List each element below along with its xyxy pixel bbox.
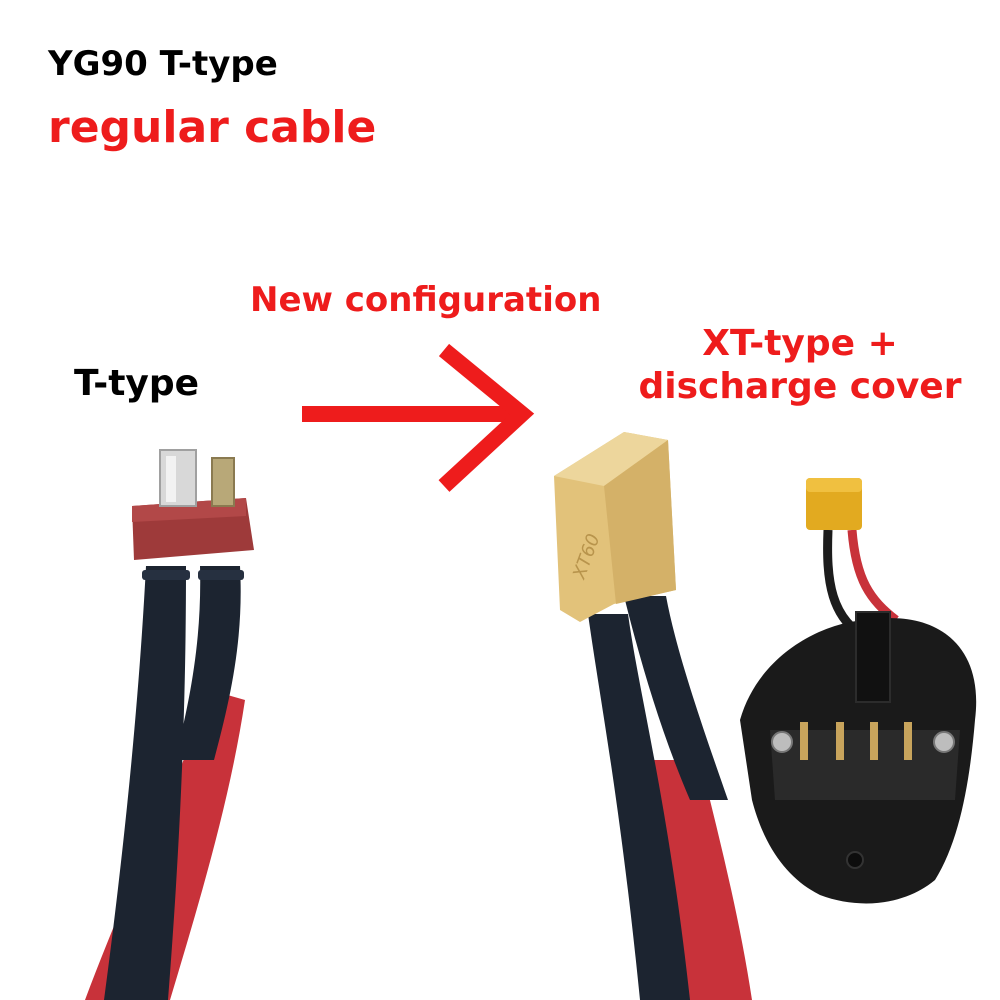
discharge-cover	[740, 478, 977, 904]
xt-type-label: XT-type + discharge cover	[620, 322, 980, 408]
title-line-2: regular cable	[48, 102, 377, 153]
arrow-right-icon	[302, 343, 535, 492]
xt-type-label-line-1: XT-type +	[702, 323, 898, 364]
new-configuration-label: New configuration	[250, 280, 602, 320]
t-type-label: T-type	[74, 363, 200, 404]
xt-type-label-line-2: discharge cover	[638, 366, 962, 408]
xt-type-connector-cable: XT60	[554, 432, 752, 1000]
t-type-connector-cable	[85, 449, 254, 1000]
title-line-1: YG90 T-type	[48, 44, 278, 84]
